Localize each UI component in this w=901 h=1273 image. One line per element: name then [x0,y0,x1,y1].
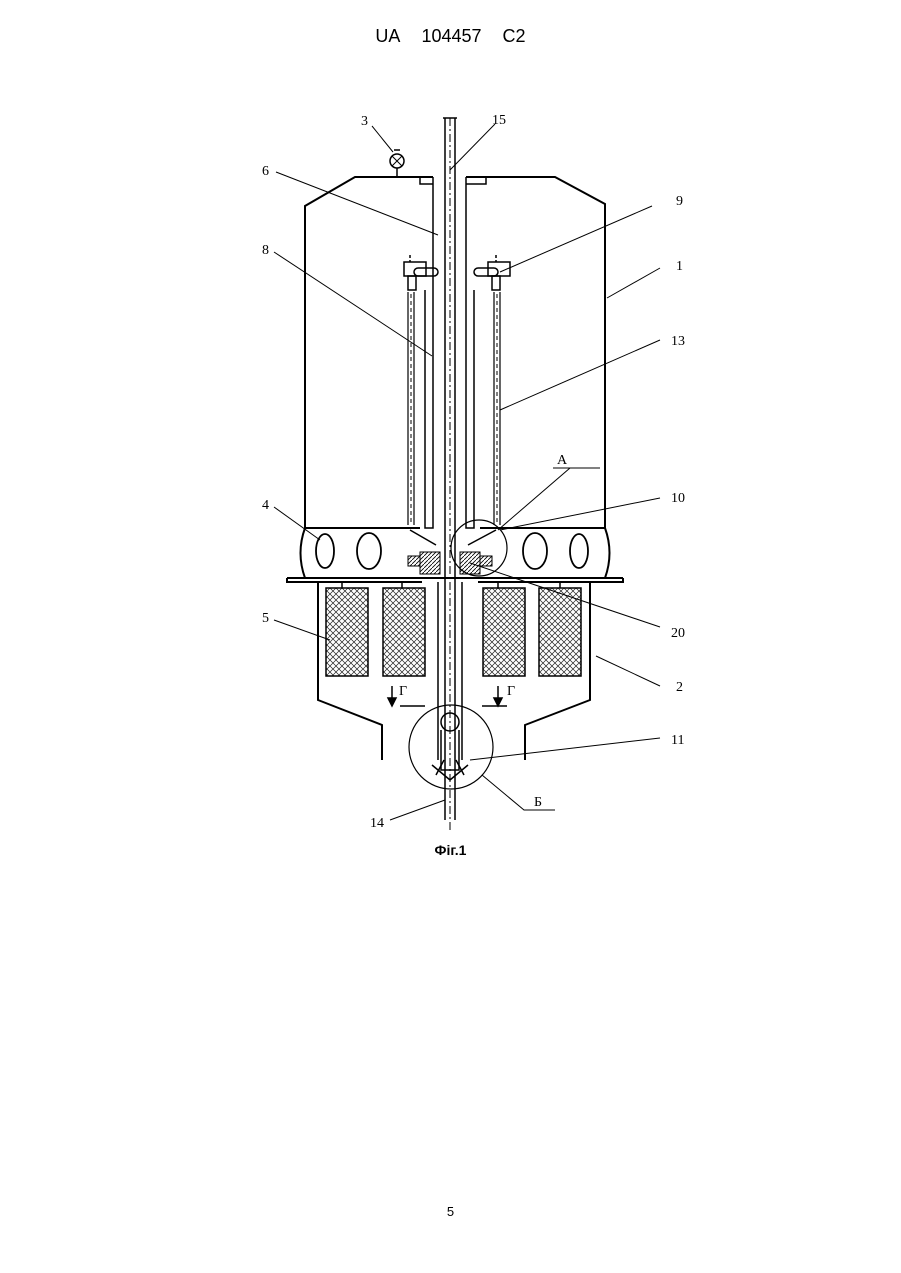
filter-cartridge [383,588,425,676]
label-6: 6 [262,164,269,179]
label-1: 1 [676,259,683,274]
label-8: 8 [262,243,269,258]
filter-cartridge [483,588,525,676]
label-5: 5 [262,611,269,626]
page-number: 5 [0,1204,901,1219]
inner-wall-right [466,177,474,528]
label-b: Б [534,795,542,810]
filter-cartridge [326,588,368,676]
label-flow-left: Г [399,684,407,699]
label-2: 2 [676,680,683,695]
label-15: 15 [492,113,506,128]
label-4: 4 [262,498,269,513]
label-3: 3 [361,114,368,129]
label-11: 11 [671,733,684,748]
vessel-upper-right-wall [466,177,605,528]
figure-caption: Фіг.1 [0,842,901,858]
label-10: 10 [671,491,685,506]
label-13: 13 [671,334,685,349]
label-20: 20 [671,626,685,641]
label-a: А [557,453,568,468]
filter-cartridge [539,588,581,676]
label-9: 9 [676,194,683,209]
label-flow-right: Г [507,684,515,699]
label-14: 14 [370,816,384,831]
detail-circle-b [409,705,493,789]
